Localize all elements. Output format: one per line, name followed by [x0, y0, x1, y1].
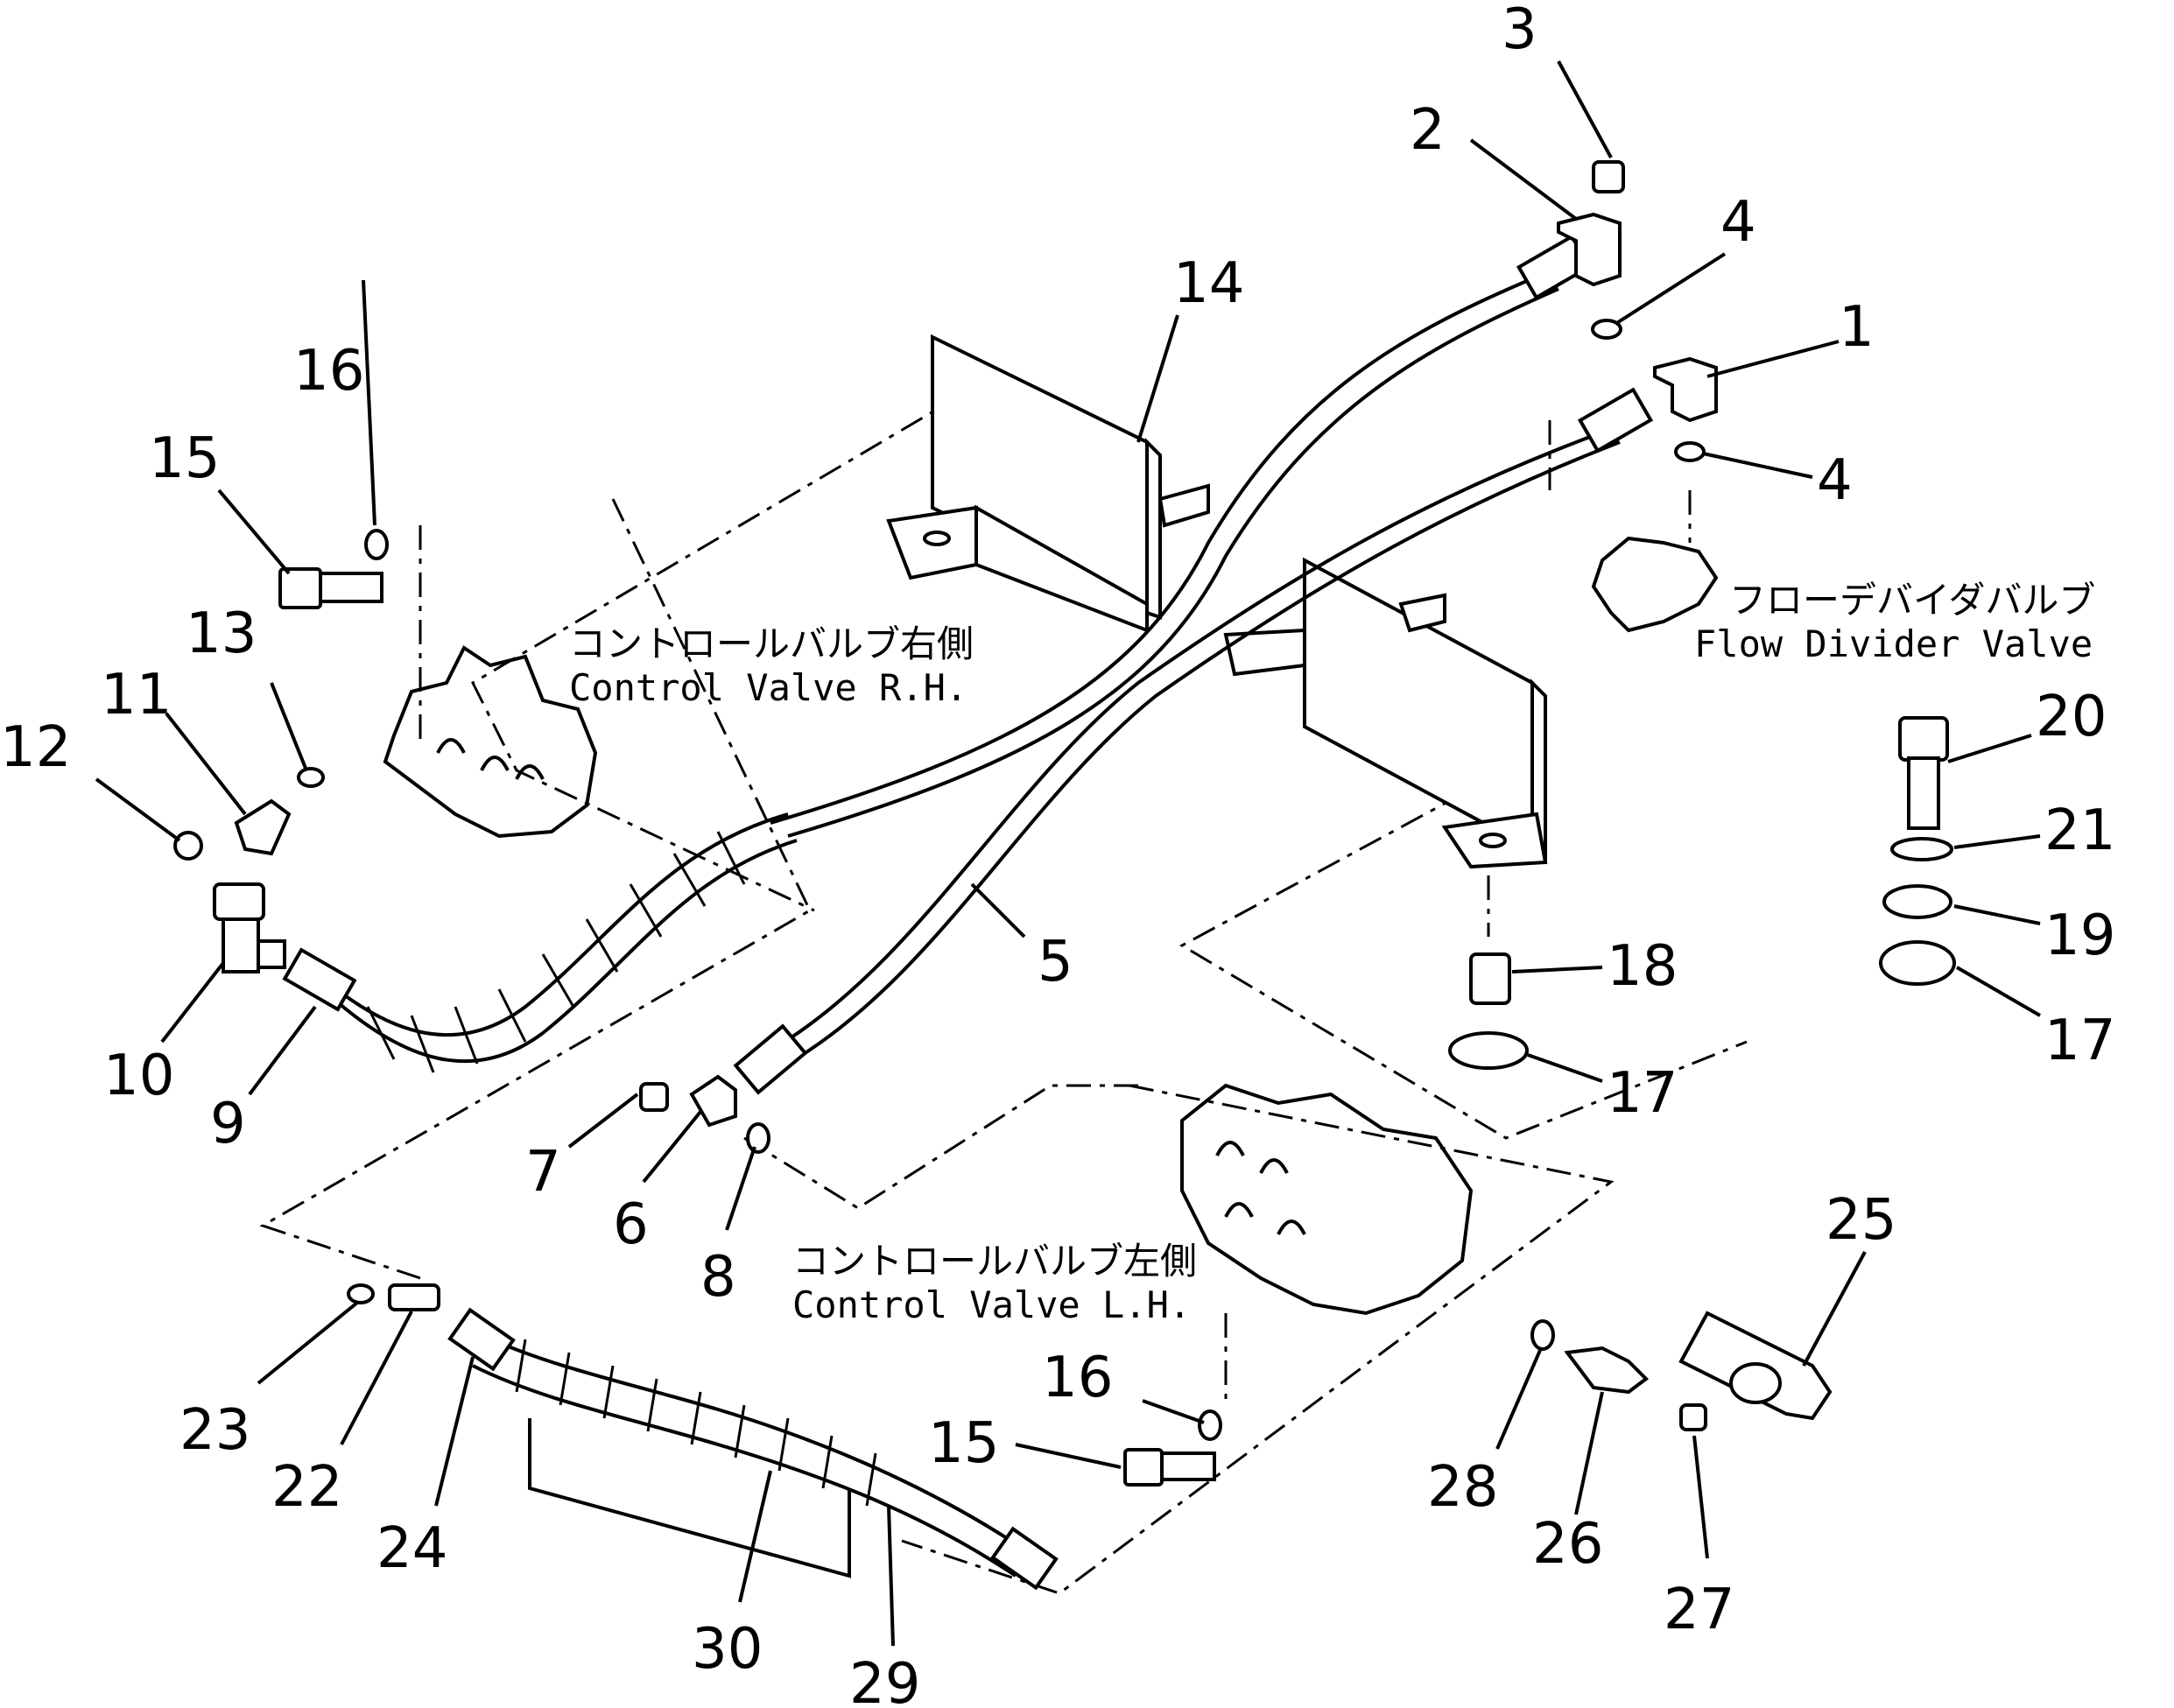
label-part-14: 14 — [1173, 251, 1244, 316]
label-part-9: 9 — [210, 1092, 246, 1156]
assembly-guide-lines — [259, 392, 1748, 1595]
label-part-7: 7 — [525, 1140, 561, 1205]
label-part-21: 21 — [2044, 798, 2115, 863]
label-part-16-lower: 16 — [1042, 1346, 1113, 1410]
label-part-4-lower: 4 — [1817, 448, 1853, 513]
label-part-2: 2 — [1410, 98, 1446, 163]
leader-lines — [95, 60, 2042, 1647]
wrapped-hose-rh — [282, 812, 798, 1073]
label-part-5: 5 — [1038, 930, 1073, 995]
label-part-6: 6 — [613, 1192, 649, 1257]
label-part-18: 18 — [1607, 934, 1678, 999]
bracket-upper — [886, 334, 1210, 633]
label-part-24: 24 — [376, 1516, 447, 1581]
hose-assembly — [733, 234, 1654, 1095]
label-part-17-right: 17 — [2044, 1009, 2115, 1073]
wrapped-hose-lh — [447, 1307, 1059, 1591]
label-part-27: 27 — [1664, 1578, 1734, 1642]
caption-control-valve-lh-en: Control Valve L.H. — [792, 1283, 1191, 1326]
label-part-16-upper: 16 — [293, 339, 364, 404]
control-valve-rh-outline — [383, 645, 598, 839]
label-part-15-upper: 15 — [149, 426, 220, 491]
label-part-1: 1 — [1839, 295, 1875, 360]
label-part-30: 30 — [692, 1617, 763, 1682]
label-part-19: 19 — [2044, 903, 2115, 968]
caption-control-valve-lh-jp: コントロールバルブ左側 — [792, 1240, 1197, 1283]
control-valve-lh-outline — [1180, 1083, 1474, 1316]
label-part-26: 26 — [1532, 1512, 1603, 1577]
label-part-13: 13 — [186, 601, 257, 666]
label-part-8: 8 — [700, 1245, 736, 1310]
caption-flow-divider-jp: フローデバイダバルブ — [1729, 579, 2095, 622]
bracket-lower — [1223, 557, 1548, 869]
label-part-29: 29 — [849, 1652, 920, 1708]
captions: コントロールバルブ右側 Control Valve R.H. フローデバイダバル… — [569, 579, 2095, 1326]
label-part-17-middle: 17 — [1607, 1061, 1678, 1126]
label-part-15-lower: 15 — [928, 1411, 999, 1476]
caption-control-valve-rh-jp: コントロールバルブ右側 — [569, 622, 974, 665]
label-part-11: 11 — [101, 663, 172, 727]
label-part-23: 23 — [179, 1398, 250, 1463]
label-part-22: 22 — [271, 1455, 342, 1520]
label-part-25: 25 — [1826, 1188, 1896, 1253]
label-part-10: 10 — [103, 1044, 174, 1108]
label-part-20: 20 — [2036, 685, 2107, 749]
label-part-28: 28 — [1427, 1455, 1498, 1520]
part-number-labels: 3 2 4 1 4 14 16 15 13 11 12 10 9 5 7 6 8… — [0, 0, 2115, 1708]
caption-control-valve-rh-en: Control Valve R.H. — [569, 666, 967, 709]
caption-flow-divider-en: Flow Divider Valve — [1694, 622, 2093, 665]
label-part-4-upper: 4 — [1720, 190, 1756, 255]
label-part-3: 3 — [1502, 0, 1537, 62]
label-part-12: 12 — [0, 715, 71, 780]
flow-divider-valve-outline — [1591, 536, 1719, 633]
fittings — [173, 160, 1956, 1487]
